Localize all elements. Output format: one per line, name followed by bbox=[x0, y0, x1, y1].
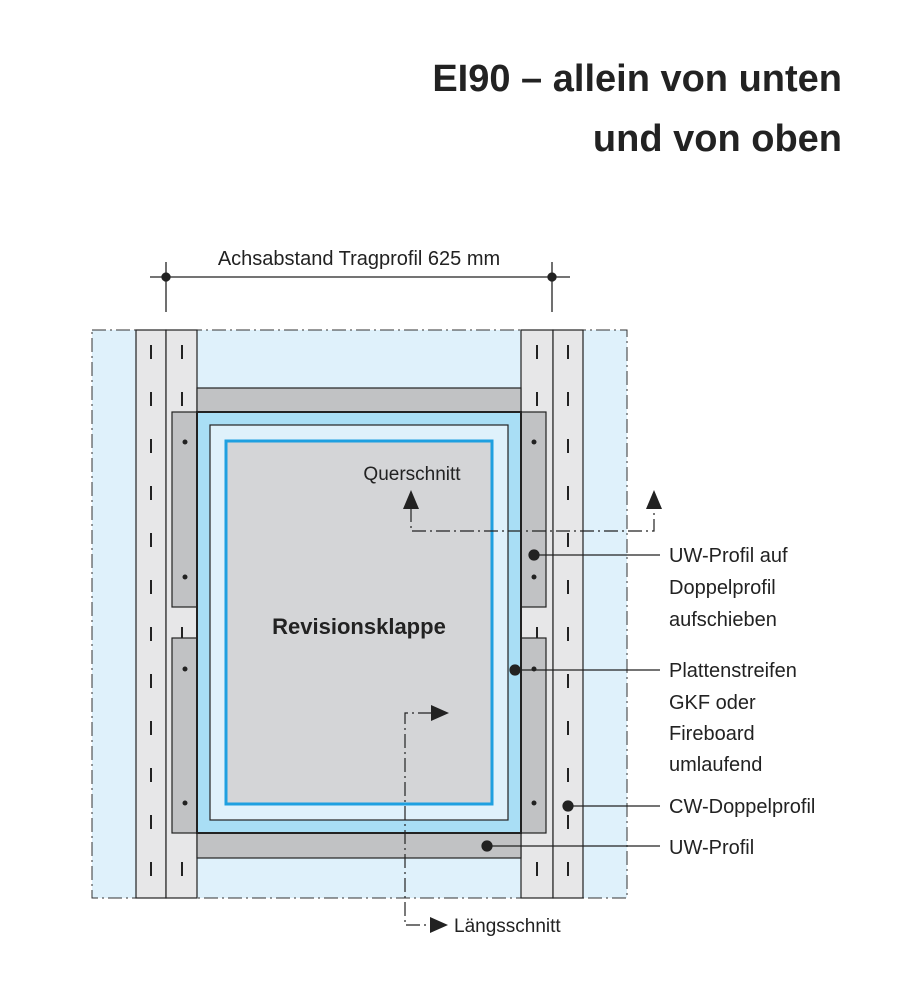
dimension-label: Achsabstand Tragprofil 625 mm bbox=[218, 248, 500, 270]
wall-outline bbox=[91, 329, 628, 899]
laengsschnitt-label: Längsschnitt bbox=[454, 916, 561, 937]
callout-uw-auf-1: UW-Profil auf bbox=[669, 545, 788, 567]
title-line-1: EI90 – allein von unten bbox=[432, 58, 842, 100]
dimension-line bbox=[150, 262, 570, 312]
callout-platten-4: umlaufend bbox=[669, 754, 762, 776]
uw-profile-bottom bbox=[196, 832, 522, 859]
callout-uw-auf-2: Doppelprofil bbox=[669, 577, 776, 599]
callouts: UW-Profil auf Doppelprofil aufschieben P… bbox=[669, 545, 815, 859]
callout-uw-auf-3: aufschieben bbox=[669, 609, 777, 631]
title-line-2: und von oben bbox=[592, 118, 842, 160]
callout-platten-3: Fireboard bbox=[669, 723, 755, 745]
querschnitt-marker bbox=[403, 490, 662, 532]
callout-uw: UW-Profil bbox=[669, 837, 754, 859]
panel-label: Revisionsklappe bbox=[272, 614, 446, 639]
access-panel bbox=[224, 439, 494, 806]
side-uw-profiles bbox=[171, 411, 547, 834]
uw-profile-top bbox=[196, 387, 522, 413]
callout-cw: CW-Doppelprofil bbox=[669, 796, 815, 818]
leader-lines bbox=[481, 549, 660, 852]
querschnitt-label: Querschnitt bbox=[363, 464, 461, 485]
callout-platten-1: Plattenstreifen bbox=[669, 660, 797, 682]
screw-dots bbox=[182, 439, 537, 806]
callout-platten-2: GKF oder bbox=[669, 692, 756, 714]
laengsschnitt-marker bbox=[404, 705, 449, 933]
